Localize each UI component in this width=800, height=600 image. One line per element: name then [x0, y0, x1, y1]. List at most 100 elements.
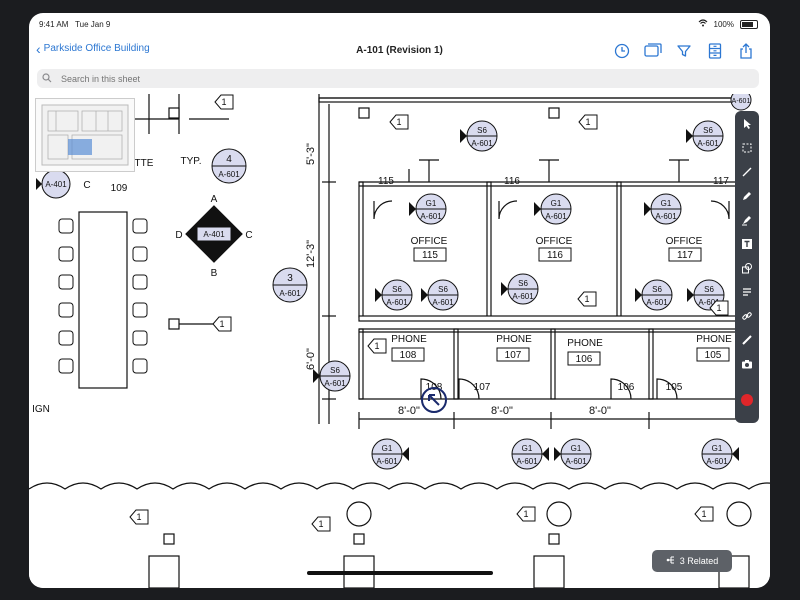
room-number: 117 [677, 250, 693, 261]
svg-text:A-601: A-601 [432, 298, 454, 307]
section-marker-g1: G1A-601 [554, 438, 592, 470]
keynote-tag: 1 [212, 316, 232, 332]
svg-text:1: 1 [221, 97, 226, 107]
line-tool[interactable] [738, 163, 756, 181]
room-label: OFFICE [666, 236, 703, 247]
measure-tool[interactable] [738, 331, 756, 349]
wifi-icon [698, 19, 708, 29]
elevation-label: C [245, 230, 252, 241]
back-label: Parkside Office Building [43, 43, 150, 54]
room-number: 108 [400, 350, 417, 361]
related-label: 3 Related [679, 556, 719, 566]
typ-label: TYP. [181, 156, 202, 167]
svg-text:S6: S6 [652, 285, 662, 294]
status-time: 9:41 AM Tue Jan 9 [39, 20, 111, 29]
pointer-tool[interactable] [738, 115, 756, 133]
sheet-list-button[interactable] [705, 41, 725, 61]
dimension: 8'-0" [398, 405, 420, 417]
door-tag: 117 [713, 176, 729, 187]
layers-button[interactable] [643, 41, 663, 61]
minimap[interactable] [35, 98, 135, 172]
room-label: PHONE [696, 334, 732, 345]
elevation-label: D [175, 230, 182, 241]
room-number: 105 [705, 350, 722, 361]
camera-tool[interactable] [738, 355, 756, 373]
pen-icon [743, 192, 751, 200]
chairs [58, 218, 148, 374]
section-marker-g1: G1A-601 [371, 438, 409, 470]
battery-icon [740, 19, 758, 29]
svg-text:A-601: A-601 [324, 379, 346, 388]
svg-text:S6: S6 [518, 279, 528, 288]
floor-plan[interactable]: OFFICE OFFICE OFFICE 115 116 117 PHONE P… [29, 94, 770, 588]
dimension: 12'-3" [305, 240, 317, 268]
svg-text:A-601: A-601 [420, 212, 442, 221]
sheet-search[interactable] [37, 69, 759, 88]
svg-text:A-601: A-601 [386, 298, 408, 307]
filter-button[interactable] [674, 41, 694, 61]
elevation-tag: A-401 [196, 226, 232, 242]
drawing-canvas[interactable]: OFFICE OFFICE OFFICE 115 116 117 PHONE P… [29, 94, 770, 588]
status-right: 100% [698, 19, 758, 29]
partial-marker: A-601 [730, 94, 752, 111]
status-bar: 9:41 AM Tue Jan 9 100% [29, 13, 770, 35]
keynote-tag: 1 [709, 300, 729, 316]
keynote-tag: 1 [367, 338, 387, 354]
layers-icon [644, 43, 662, 57]
svg-text:A-601: A-601 [732, 98, 751, 105]
conference-table [78, 211, 128, 389]
ruler-icon [742, 335, 752, 345]
search-input[interactable] [59, 71, 363, 87]
record-button[interactable] [738, 391, 756, 409]
svg-text:A-601: A-601 [376, 457, 398, 466]
highlighter-tool[interactable] [738, 211, 756, 229]
svg-text:A-601: A-601 [697, 139, 719, 148]
related-button[interactable]: 3 Related [652, 550, 732, 572]
room-label: OFFICE [411, 236, 448, 247]
section-marker-g1: G1A-601 [534, 193, 572, 225]
room-number: 115 [422, 250, 438, 261]
nav-bar: ‹ Parkside Office Building A-101 (Revisi… [29, 37, 770, 67]
back-button[interactable]: ‹ Parkside Office Building [36, 42, 150, 56]
pointer-icon [744, 119, 751, 129]
detail-marker-4: 4A-601 [211, 148, 247, 184]
room-label: PHONE [496, 334, 532, 345]
select-tool[interactable] [738, 139, 756, 157]
section-marker-g1: G1A-601 [409, 193, 447, 225]
room-number: 116 [547, 250, 563, 261]
svg-text:A-601: A-601 [512, 292, 534, 301]
section-marker-s6: S6A-601 [313, 360, 351, 392]
camera-icon [742, 360, 752, 369]
home-indicator [307, 571, 493, 575]
section-marker-g1: G1A-601 [511, 438, 549, 470]
svg-text:A-601: A-601 [471, 139, 493, 148]
link-icon [742, 312, 752, 320]
svg-text:A-601: A-601 [655, 212, 677, 221]
text-tool[interactable] [738, 235, 756, 253]
svg-text:S6: S6 [477, 126, 487, 135]
svg-text:G1: G1 [661, 199, 672, 208]
markup-toolbar [735, 111, 759, 423]
svg-text:A-601: A-601 [218, 170, 240, 179]
section-marker-g1: G1A-601 [644, 193, 682, 225]
svg-text:1: 1 [584, 294, 589, 304]
svg-text:A-401: A-401 [45, 180, 67, 189]
shapes-tool[interactable] [738, 259, 756, 277]
room-number: 106 [576, 354, 593, 365]
share-button[interactable] [736, 41, 756, 61]
list-tool[interactable] [738, 283, 756, 301]
section-marker-a401: A-401 [36, 169, 71, 199]
keynote-tag: 1 [577, 291, 597, 307]
related-icon [666, 555, 676, 567]
keynote-tag: 1 [516, 506, 536, 522]
link-tool[interactable] [738, 307, 756, 325]
elevation-label: B [211, 268, 218, 279]
section-marker-s6: S6A-601 [421, 279, 459, 311]
history-button[interactable] [612, 41, 632, 61]
door-tag: 116 [504, 176, 520, 187]
door-105 [656, 378, 678, 400]
elevation-label: C [83, 180, 90, 191]
elevation-label: A [211, 194, 218, 205]
pen-tool[interactable] [738, 187, 756, 205]
